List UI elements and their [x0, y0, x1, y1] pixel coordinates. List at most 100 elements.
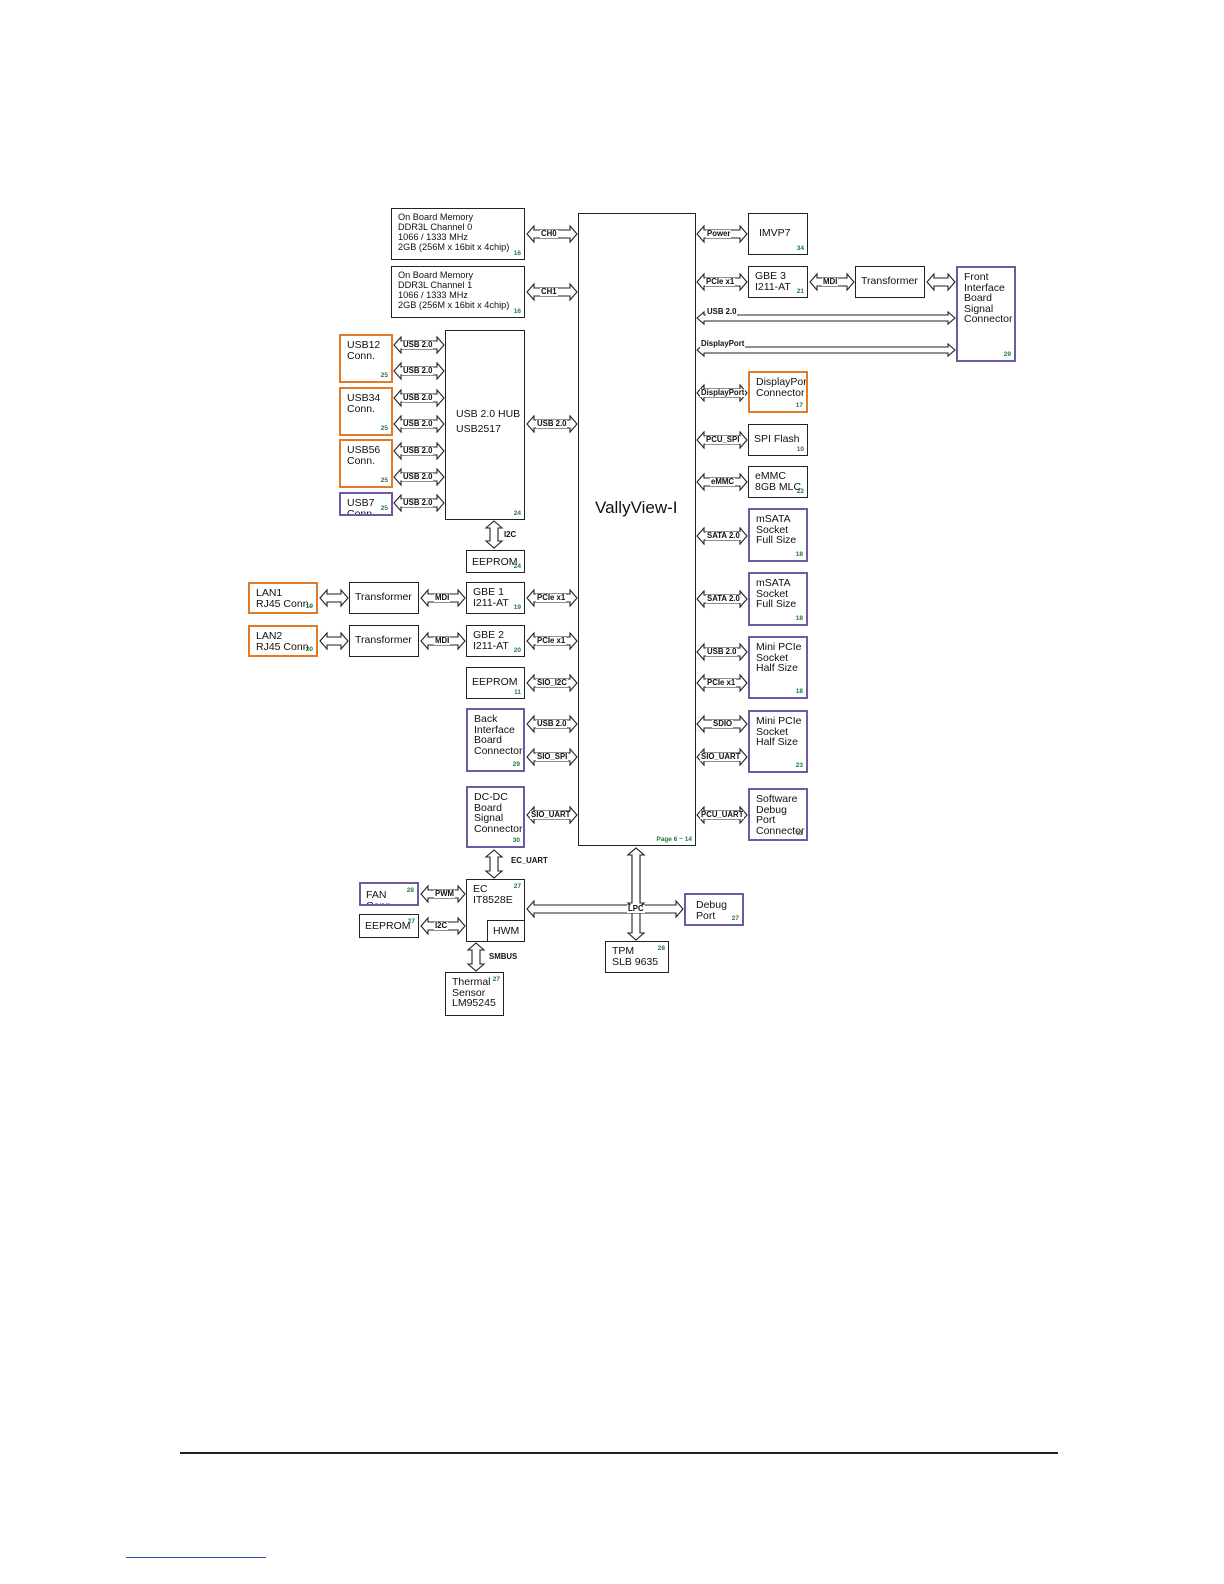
- block-gbe1: GBE 1 I211-AT 19: [466, 582, 525, 614]
- block-label: VallyView-I: [595, 498, 678, 517]
- block-label: TPM SLB 9635: [612, 945, 659, 968]
- signal-label-sio-uart-dc: SIO_UART: [530, 810, 572, 819]
- signal-label-sata1: SATA 2.0: [706, 531, 741, 540]
- signal-label-usb-a: USB 2.0: [402, 340, 434, 349]
- page-reference: 24: [513, 563, 521, 570]
- page-reference: 30: [512, 837, 520, 844]
- block-label: SPI Flash: [754, 433, 800, 445]
- signal-label-emmc-sig: eMMC: [710, 477, 735, 486]
- block-lan1: LAN1 RJ45 Conn.19: [248, 582, 318, 614]
- block-fan: FAN Conn.28: [359, 882, 419, 906]
- signal-label-usb-mini: USB 2.0: [706, 647, 738, 656]
- block-label: Software Debug Port Connector: [756, 793, 805, 837]
- bus-arrow: [696, 310, 956, 326]
- bus-arrow: [926, 272, 956, 292]
- page-reference: 17: [795, 402, 803, 409]
- block-label: USB 2.0 HUB USB2517: [456, 408, 521, 435]
- page-reference: Page 6 ~ 14: [656, 836, 692, 843]
- signal-label-usb-front: USB 2.0: [706, 307, 738, 316]
- bus-arrow: [626, 847, 646, 911]
- block-label: Back Interface Board Connector: [474, 713, 523, 757]
- block-label: USB7 Conn.: [347, 497, 376, 516]
- signal-label-sdio: SDIO: [712, 719, 734, 728]
- block-label: GBE 3 I211-AT: [755, 270, 791, 293]
- signal-label-pcie-g2: PCIe x1: [536, 636, 567, 645]
- page-reference: 25: [380, 477, 388, 484]
- footnote-rule: [126, 1557, 266, 1558]
- bus-arrow: [319, 588, 349, 608]
- signal-label-usb-c: USB 2.0: [402, 393, 434, 402]
- block-label: On Board Memory DDR3L Channel 1 1066 / 1…: [398, 270, 510, 310]
- page-reference: 20: [305, 646, 313, 653]
- block-label: FAN Conn.: [366, 889, 395, 906]
- signal-label-dp-front: DisplayPort: [700, 339, 746, 348]
- signal-label-dp-conn: DisplayPort: [700, 388, 746, 397]
- block-usb56: USB56 Conn.25: [339, 439, 393, 488]
- bus-arrow: [319, 631, 349, 651]
- signal-label-ch1: CH1: [540, 287, 558, 296]
- bus-arrow: [466, 942, 486, 972]
- page-reference: 22: [796, 488, 804, 495]
- page-reference: 27: [731, 915, 739, 922]
- block-hwm: HWM: [487, 920, 525, 942]
- signal-label-ec-uart: EC_UART: [510, 856, 549, 865]
- signal-label-sio-uart-mini: SIO_UART: [700, 752, 742, 761]
- block-xfmr2: Transformer: [349, 625, 419, 657]
- signal-label-lpc: LPC: [627, 904, 645, 913]
- page-reference: 11: [514, 689, 521, 696]
- signal-label-mdi2: MDI: [434, 636, 451, 645]
- block-label: Transformer: [355, 591, 412, 603]
- block-label: Transformer: [355, 634, 412, 646]
- block-msata1: mSATA Socket Full Size 18: [748, 508, 808, 562]
- block-label: EEPROM: [365, 920, 411, 932]
- page-reference: 10: [796, 446, 804, 453]
- signal-label-i2c-hub: I2C: [503, 530, 518, 539]
- page-reference: 16: [513, 308, 521, 315]
- page-reference: 27: [513, 883, 521, 890]
- block-label: GBE 1 I211-AT: [473, 586, 509, 609]
- signal-label-pcu-spi: PCU_SPI: [705, 435, 741, 444]
- block-label: EEPROM: [472, 676, 518, 688]
- block-label: DisplayPort Connector: [756, 376, 808, 399]
- block-label: EC IT8528E: [473, 883, 513, 906]
- signal-label-pwm: PWM: [434, 889, 456, 898]
- block-label: LAN1 RJ45 Conn.: [256, 587, 312, 610]
- block-label: Thermal Sensor LM95245: [452, 976, 496, 1009]
- block-label: Transformer: [861, 275, 918, 287]
- bus-arrow: [526, 899, 684, 919]
- block-label: EEPROM: [472, 556, 518, 568]
- block-label: mSATA Socket Full Size: [756, 513, 797, 546]
- page-reference: 18: [795, 551, 803, 558]
- signal-label-ch0: CH0: [540, 229, 558, 238]
- block-label: Mini PCIe Socket Half Size: [756, 641, 802, 674]
- signal-label-power: Power: [706, 229, 732, 238]
- block-label: IMVP7: [759, 227, 791, 239]
- signal-label-usb-d: USB 2.0: [402, 419, 434, 428]
- signal-label-sio-spi: SIO_SPI: [536, 752, 569, 761]
- signal-label-usb-e: USB 2.0: [402, 446, 434, 455]
- page-reference: 25: [380, 425, 388, 432]
- page-reference: 11: [796, 830, 803, 837]
- block-label: DC-DC Board Signal Connector: [474, 791, 523, 835]
- block-label: Mini PCIe Socket Half Size: [756, 715, 802, 748]
- signal-label-usb-back: USB 2.0: [536, 719, 568, 728]
- signal-label-sio-i2c: SIO_I2C: [536, 678, 568, 687]
- page-reference: 19: [513, 604, 521, 611]
- signal-label-hub-soc: USB 2.0: [536, 419, 568, 428]
- block-usb34: USB34 Conn.25: [339, 387, 393, 436]
- signal-label-usb-b: USB 2.0: [402, 366, 434, 375]
- signal-label-pcie-g3: PCIe x1: [705, 277, 736, 286]
- page-reference: 29: [512, 761, 520, 768]
- block-mem1: On Board Memory DDR3L Channel 1 1066 / 1…: [391, 266, 525, 318]
- bus-arrow: [484, 849, 504, 879]
